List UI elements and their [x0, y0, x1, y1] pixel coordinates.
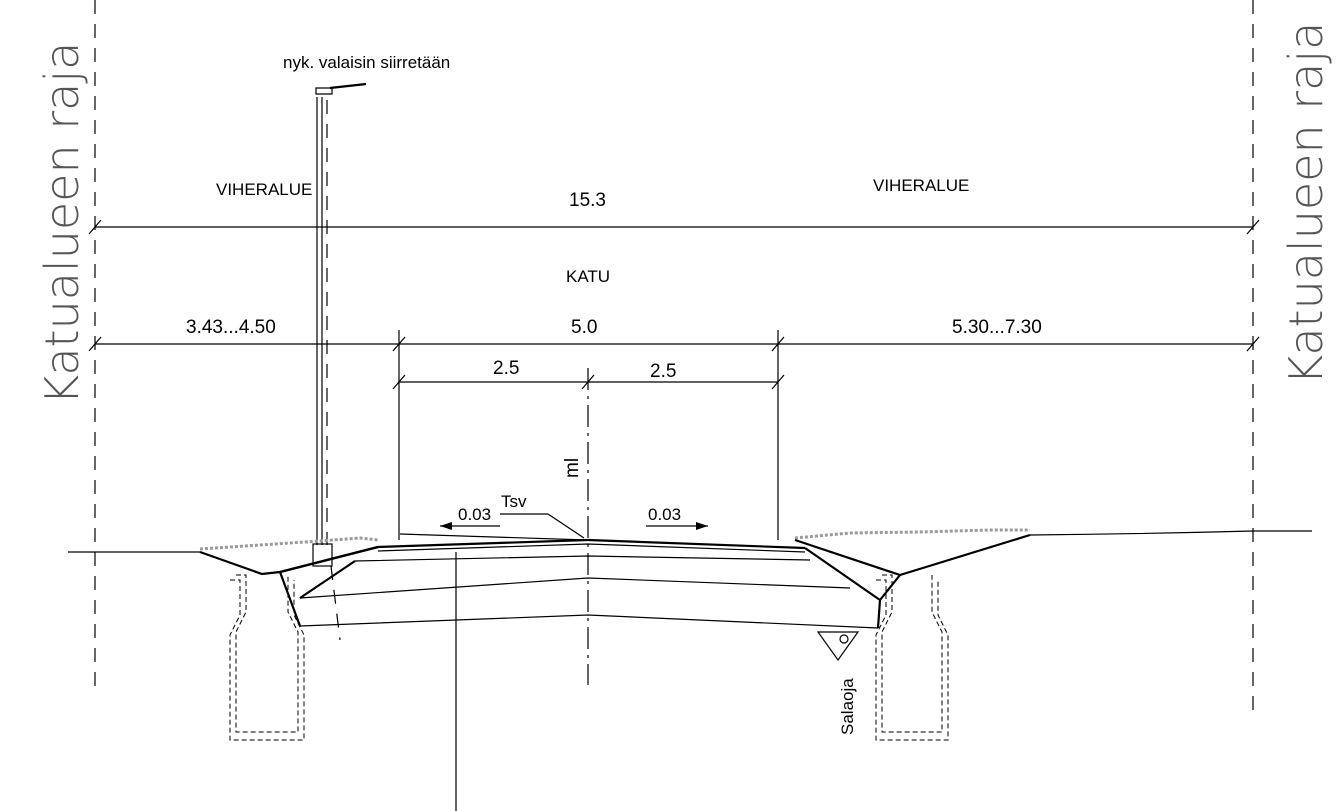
dimension-left-side-label: 3.43...4.50 — [186, 317, 276, 338]
left-slope-label: 0.03 — [458, 505, 491, 524]
right-slope-indicator — [646, 522, 708, 530]
lamp-label: nyk. valaisin siirretään — [283, 53, 450, 72]
street-label: KATU — [566, 267, 610, 286]
dimension-total — [88, 219, 1260, 235]
right-slope-label: 0.03 — [648, 505, 681, 524]
ground-line — [68, 530, 1312, 553]
road-structure — [199, 533, 1031, 629]
left-slope-indicator — [440, 522, 500, 530]
left-drain-trench — [229, 574, 305, 741]
drain-label: Salaoja — [838, 678, 857, 735]
profile-point-leader — [500, 513, 585, 539]
left-grass-embankment — [199, 536, 379, 551]
right-green-area-label: VIHERALUE — [873, 176, 969, 195]
dimension-total-label: 15.3 — [569, 190, 606, 211]
right-grass-embankment — [794, 528, 1030, 540]
drain-pipe-symbol — [816, 631, 860, 662]
dimension-carriageway-label: 5.0 — [571, 317, 597, 338]
street-lamp — [312, 82, 367, 641]
profile-point-label: Tsv — [501, 492, 527, 511]
dimension-row-sections — [88, 330, 1260, 540]
centerline-label: ml — [562, 458, 583, 478]
right-drain-trench — [875, 574, 949, 741]
dimension-half-right-label: 2.5 — [650, 361, 676, 382]
right-boundary-label: Katualueen raja — [1279, 22, 1333, 385]
dimension-half-left-label: 2.5 — [493, 358, 519, 379]
left-boundary-label: Katualueen raja — [35, 42, 89, 405]
dimension-right-side-label: 5.30...7.30 — [952, 317, 1042, 338]
left-green-area-label: VIHERALUE — [216, 180, 312, 199]
